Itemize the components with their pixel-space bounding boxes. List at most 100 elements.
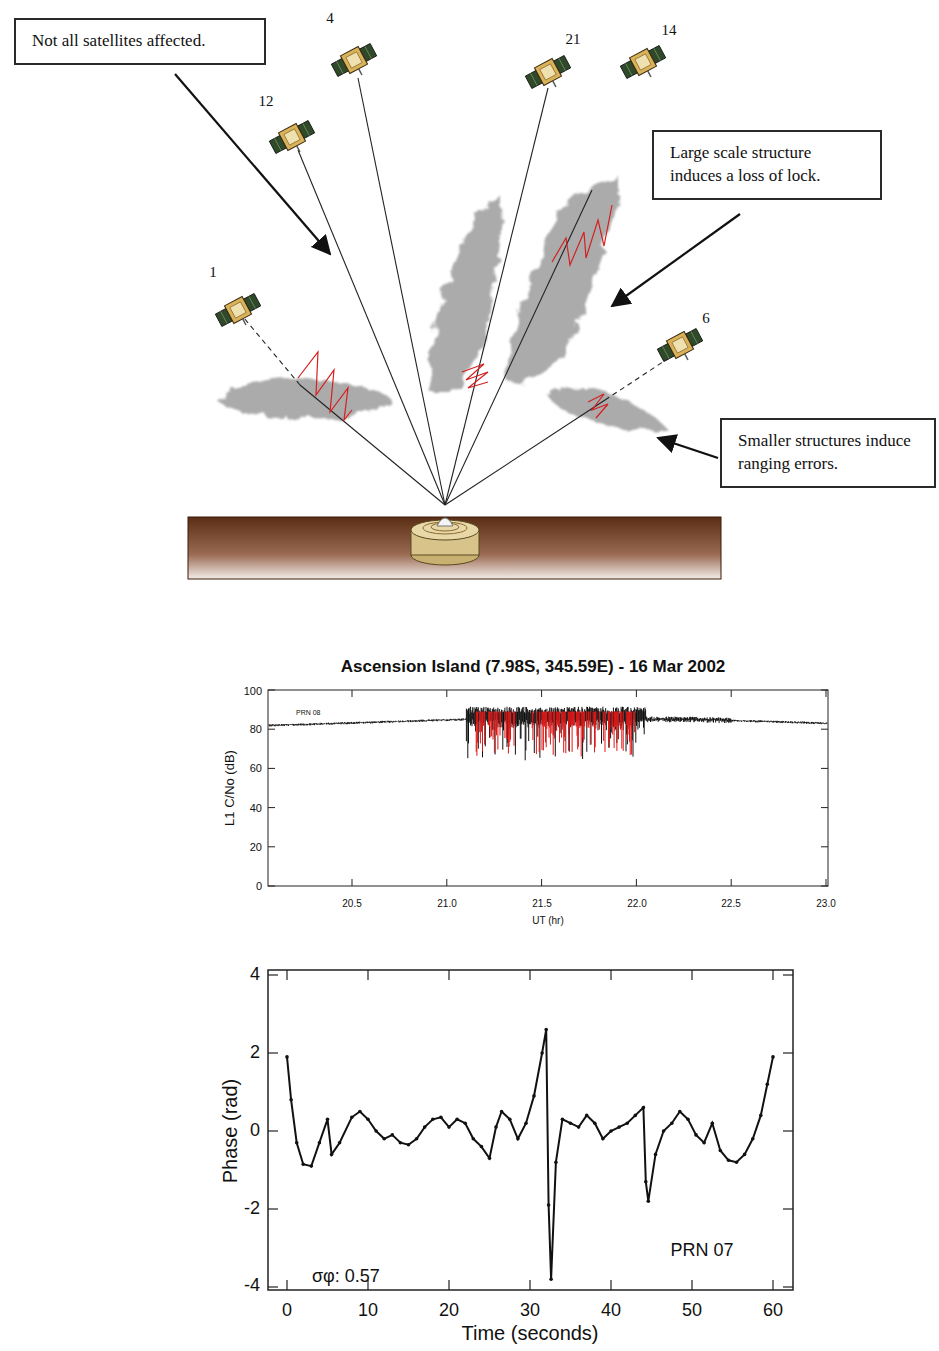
data-point <box>642 1106 646 1110</box>
tick-mark <box>610 1280 611 1290</box>
chart-title: Ascension Island (7.98S, 345.59E) - 16 M… <box>341 658 726 677</box>
data-point <box>338 1141 342 1145</box>
data-point <box>711 1121 715 1125</box>
data-point <box>407 1143 411 1147</box>
tick-mark <box>448 970 449 980</box>
callout-text: Large scale structure induces a loss of … <box>670 142 864 188</box>
tick-mark <box>541 690 542 697</box>
tick-mark <box>268 1286 278 1287</box>
data-point <box>544 1028 548 1032</box>
series-label: PRN 07 <box>670 1241 733 1261</box>
data-point <box>766 1082 770 1086</box>
data-point <box>532 1094 536 1098</box>
axis-tick: 21.0 <box>437 898 456 909</box>
tick-mark <box>772 970 773 980</box>
tick-mark <box>826 690 827 697</box>
axis-tick: -4 <box>244 1276 260 1296</box>
irregularity-clouds <box>218 178 668 430</box>
tick-mark <box>446 690 447 697</box>
axis-title: Phase (rad) <box>219 1079 241 1184</box>
callout-box: Not all satellites affected. <box>14 18 266 65</box>
data-point <box>617 1125 621 1129</box>
data-point <box>366 1118 370 1122</box>
data-point <box>759 1114 763 1118</box>
data-point <box>654 1153 658 1157</box>
axis-tick: 60 <box>250 762 262 774</box>
tick-mark <box>286 970 287 980</box>
tick-mark <box>541 879 542 886</box>
tick-mark <box>783 1052 793 1053</box>
data-point <box>488 1157 492 1161</box>
axis-tick: 30 <box>520 1301 540 1321</box>
data-point <box>577 1125 581 1129</box>
callout-number: 21 <box>566 31 581 48</box>
data-point <box>735 1160 739 1164</box>
tick-mark <box>731 690 732 697</box>
data-point <box>561 1118 565 1122</box>
tick-mark <box>821 690 828 691</box>
tick-mark <box>731 879 732 886</box>
data-point <box>694 1133 698 1137</box>
data-point <box>301 1162 305 1166</box>
axis-tick: 22.5 <box>721 898 740 909</box>
data-point <box>447 1125 451 1129</box>
data-point <box>295 1141 299 1145</box>
data-point <box>678 1110 682 1114</box>
callout-number: 4 <box>326 10 334 27</box>
tick-mark <box>821 846 828 847</box>
data-point <box>358 1110 362 1114</box>
tick-mark <box>783 1208 793 1209</box>
tick-mark <box>529 970 530 980</box>
axis-tick: 40 <box>250 802 262 814</box>
data-point <box>549 1277 553 1281</box>
axis-tick: 0 <box>256 880 262 892</box>
tick-mark <box>286 1280 287 1290</box>
callout-text: Smaller structures induce ranging errors… <box>738 430 918 476</box>
data-point <box>463 1121 467 1125</box>
data-point <box>415 1137 419 1141</box>
axis-tick: 80 <box>250 723 262 735</box>
data-point <box>569 1121 573 1125</box>
data-point <box>289 1098 293 1102</box>
tick-mark <box>821 807 828 808</box>
data-point <box>547 1203 551 1207</box>
axis-tick: 10 <box>358 1301 378 1321</box>
data-point <box>399 1141 403 1145</box>
data-point <box>524 1121 528 1125</box>
data-point <box>662 1129 666 1133</box>
scintillation-marks <box>298 205 612 420</box>
axis-tick: 4 <box>250 965 260 985</box>
data-point <box>743 1153 747 1157</box>
data-point <box>455 1118 459 1122</box>
tick-mark <box>610 970 611 980</box>
data-point <box>480 1145 484 1149</box>
ground-band <box>188 517 721 579</box>
axis-tick: 60 <box>763 1301 783 1321</box>
tick-mark <box>268 1052 278 1053</box>
data-point <box>719 1149 723 1153</box>
tick-mark <box>636 879 637 886</box>
data-point <box>350 1116 354 1120</box>
gps-receiver <box>411 518 479 565</box>
signal-paths <box>244 78 675 505</box>
data-point <box>625 1121 629 1125</box>
data-point <box>601 1137 605 1141</box>
data-point <box>540 1051 544 1055</box>
data-point <box>326 1118 330 1122</box>
data-point <box>285 1055 289 1059</box>
data-point <box>702 1141 706 1145</box>
tick-mark <box>821 729 828 730</box>
data-point <box>439 1116 443 1120</box>
axis-tick: 20 <box>250 841 262 853</box>
tick-mark <box>268 690 275 691</box>
statistic-label: σφ: 0.57 <box>312 1267 380 1287</box>
tick-mark <box>772 1280 773 1290</box>
data-point <box>593 1121 597 1125</box>
callout-text: Not all satellites affected. <box>32 30 248 53</box>
callout-number: 1 <box>209 264 217 281</box>
tick-mark <box>691 1280 692 1290</box>
tick-mark <box>446 879 447 886</box>
data-point <box>374 1129 378 1133</box>
tick-mark <box>821 768 828 769</box>
axis-title: Time (seconds) <box>461 1322 598 1344</box>
